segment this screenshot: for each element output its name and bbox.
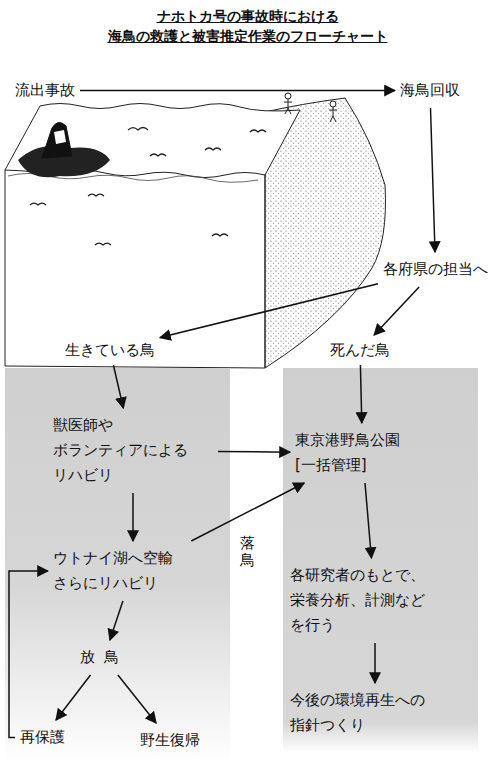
step-text: 流出事故 xyxy=(15,78,75,103)
step-text: 東京港野鳥公園 [一括管理] xyxy=(295,428,430,478)
flow-arrow xyxy=(365,483,371,558)
step-text: 今後の環境再生への 指針つくり xyxy=(290,688,460,738)
flow-arrow xyxy=(118,675,156,723)
step-text: 野生復帰 xyxy=(140,728,200,753)
edge-label: 落鳥 xyxy=(239,534,256,569)
flow-arrow xyxy=(431,108,436,252)
step-text-box: 獣医師や ボランティアによる リハビリ xyxy=(53,413,213,488)
ship-hull xyxy=(42,122,72,158)
step-text-box: ウトナイ湖へ空輸 さらにリハビリ xyxy=(53,546,213,596)
flow-arrow xyxy=(160,284,378,338)
step-text-box: 東京港野鳥公園 [一括管理] xyxy=(295,428,430,478)
step-text-box: 各研究者のもとで、 栄養分析、計測など を行う xyxy=(290,563,460,638)
flow-arrow xyxy=(113,365,123,408)
flow-arrow xyxy=(374,643,376,683)
flow-arrow xyxy=(9,571,48,738)
flow-arrow xyxy=(132,493,134,541)
sea-box-front xyxy=(5,170,265,368)
step-text: 海鳥回収 xyxy=(400,78,460,103)
step-text: 再保護 xyxy=(20,725,65,750)
step-text: 各研究者のもとで、 栄養分析、計測など を行う xyxy=(290,563,460,638)
step-text-box: 野生復帰 xyxy=(140,728,200,753)
step-text-box: 流出事故 xyxy=(15,78,75,103)
rescuers xyxy=(284,93,337,122)
flow-arrow xyxy=(110,601,123,640)
step-text-box: 各府県の担当へ xyxy=(383,257,488,282)
seabirds xyxy=(30,128,266,246)
flow-arrow xyxy=(360,365,361,423)
group-band: 生きている鳥獣医師や ボランティアによる リハビリウトナイ湖へ空輸 さらにリハビ… xyxy=(5,368,230,763)
flow-arrow xyxy=(191,483,304,541)
step-text: 各府県の担当へ xyxy=(383,257,488,282)
band-heading: 生きている鳥 xyxy=(65,340,155,360)
step-text: 獣医師や ボランティアによる リハビリ xyxy=(53,413,213,488)
band-heading: 死んだ鳥 xyxy=(330,340,390,360)
step-text: 放鳥 xyxy=(80,645,128,670)
step-text-box: 今後の環境再生への 指針つくり xyxy=(290,688,460,738)
flow-arrow xyxy=(218,451,290,453)
ship-deck xyxy=(54,130,66,144)
step-text-box: 再保護 xyxy=(20,725,65,750)
step-text-box: 放鳥 xyxy=(80,645,128,670)
title-block: ナホトカ号の事故時における 海鳥の救護と被害推定作業のフローチャート xyxy=(0,6,495,46)
title-text: ナホトカ号の事故時における 海鳥の救護と被害推定作業のフローチャート xyxy=(83,6,413,46)
sea-top xyxy=(5,104,300,178)
step-text-box: 海鳥回収 xyxy=(400,78,460,103)
flow-arrow xyxy=(80,90,395,92)
flow-arrow xyxy=(374,287,419,335)
group-band: 死んだ鳥東京港野鳥公園 [一括管理]各研究者のもとで、 栄養分析、計測など を行… xyxy=(283,368,478,753)
flow-arrow xyxy=(56,675,91,720)
step-text: ウトナイ湖へ空輸 さらにリハビリ xyxy=(53,546,213,596)
